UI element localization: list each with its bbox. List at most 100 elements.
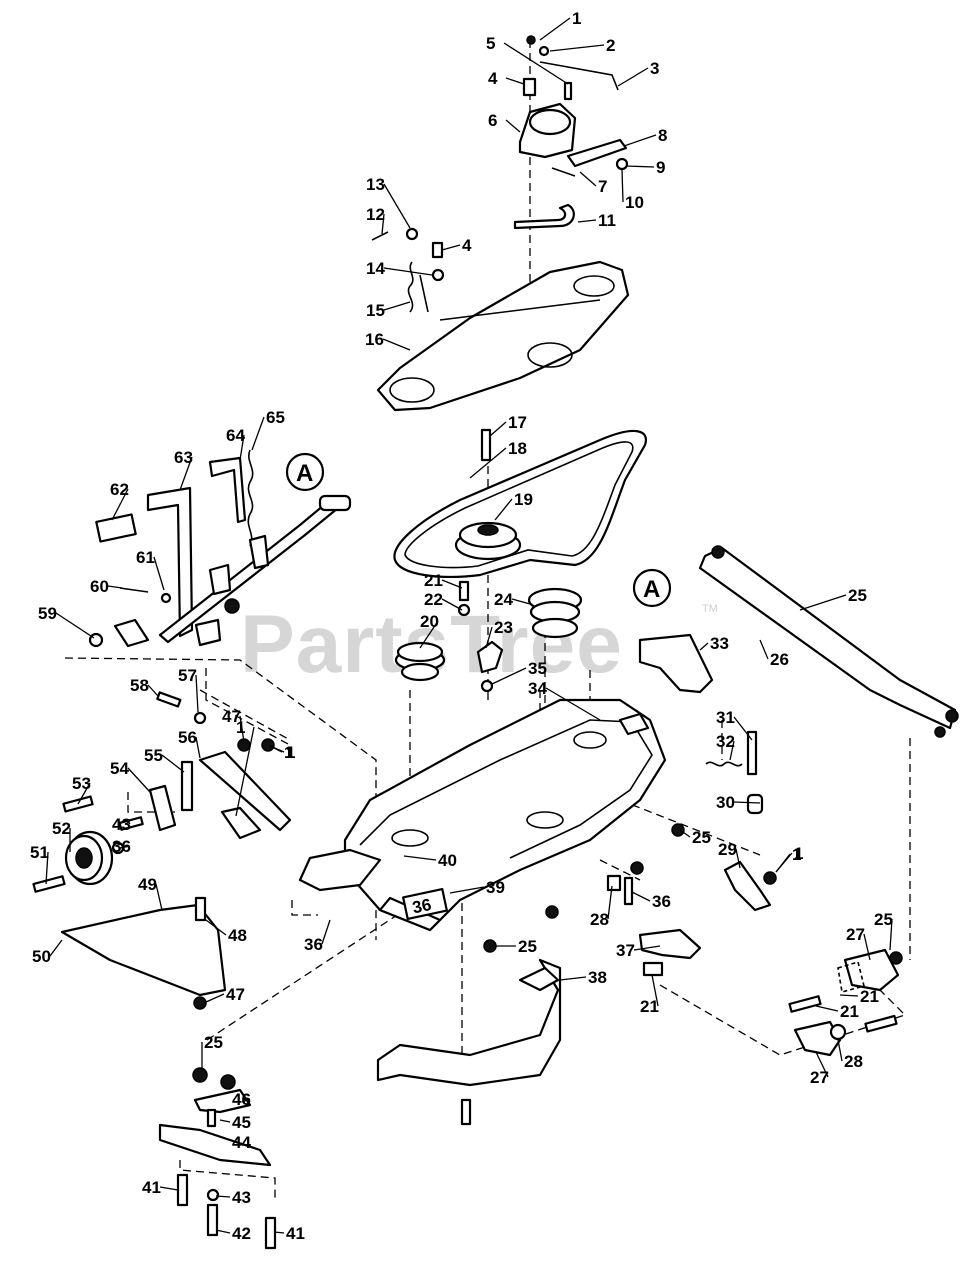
part-callout-number: 36 — [112, 837, 131, 856]
mower-deck-housing: 36 — [298, 698, 667, 932]
part-callout-number: 59 — [38, 604, 57, 623]
part-callout-number: 3 — [650, 59, 659, 78]
part-callout-number: 10 — [625, 193, 644, 212]
callout-leader-line — [441, 579, 463, 589]
callout-leader-line — [403, 855, 437, 861]
reference-marker-a-label: A — [643, 576, 660, 603]
part-callout-number: 1 — [794, 844, 803, 863]
callout-leader-line — [839, 994, 859, 997]
part-callout-number: 39 — [486, 878, 505, 897]
callout-leader-line — [545, 687, 601, 721]
outer-pulley — [32, 830, 114, 893]
part-callout-number: 57 — [178, 666, 197, 685]
callout-leader-line — [733, 716, 753, 741]
height-adjust-lever — [88, 449, 352, 648]
callout-leader-line — [633, 945, 661, 951]
part-callout-number: 36 — [304, 935, 323, 954]
belt-guard-plate — [376, 260, 630, 412]
part-callout-number: 53 — [72, 774, 91, 793]
part-callout-number: 33 — [710, 634, 729, 653]
callout-leader-line — [241, 1098, 251, 1103]
callout-leader-line — [617, 67, 649, 87]
part-callout-number: 21 — [840, 1002, 859, 1021]
part-callout-number: 27 — [810, 1068, 829, 1087]
callout-leader-line — [733, 801, 761, 804]
part-callout-number: 58 — [130, 676, 149, 695]
part-callout-number: 4 — [462, 236, 472, 255]
part-callouts: 1234567891011121341415161718192122232420… — [30, 9, 893, 1243]
callout-leader-line — [889, 918, 893, 951]
callout-leader-line — [127, 767, 151, 793]
part-callout-number: 5 — [486, 34, 495, 53]
rear-baffle-assembly — [376, 928, 702, 1126]
callout-leader-line — [549, 44, 605, 52]
callout-leader-line — [837, 1039, 843, 1062]
part-callout-number: 62 — [110, 480, 129, 499]
part-callout-number: 35 — [528, 659, 547, 678]
callout-leader-line — [577, 219, 597, 223]
callout-leader-line — [449, 886, 485, 894]
part-callout-number: 2 — [606, 36, 615, 55]
part-callout-number: 61 — [136, 548, 155, 567]
callout-leader-line — [607, 885, 613, 920]
part-callout-number: 25 — [874, 910, 893, 929]
part-callout-number: 19 — [514, 490, 533, 509]
rear-hitch-brackets — [788, 948, 903, 1057]
front-draft-rod — [698, 545, 959, 738]
callout-leader-line — [153, 556, 165, 591]
part-callout-number: 25 — [848, 586, 867, 605]
part-callout-number: 24 — [494, 590, 513, 609]
callout-leader-line — [485, 626, 493, 649]
callout-leader-line — [321, 919, 331, 945]
callout-leader-line — [195, 736, 201, 759]
callout-leader-line — [179, 456, 193, 491]
part-callout-number: 25 — [692, 828, 711, 847]
part-callout-number: 50 — [32, 947, 51, 966]
part-callout-number: 28 — [844, 1052, 863, 1071]
callout-leader-line — [775, 853, 791, 873]
callout-leader-line — [491, 667, 527, 685]
callout-leader-line — [77, 782, 91, 805]
part-callout-number: 4 — [488, 69, 498, 88]
part-callout-number: 14 — [366, 259, 385, 278]
callout-leader-line — [125, 819, 131, 825]
part-callout-number: 41 — [286, 1224, 305, 1243]
part-callout-number: 9 — [656, 158, 665, 177]
part-callout-number: 65 — [266, 408, 285, 427]
deck-badge: 36 — [411, 895, 433, 918]
callout-leader-line — [623, 134, 657, 147]
part-callout-number: 7 — [598, 177, 607, 196]
part-callout-number: 15 — [366, 301, 385, 320]
callout-leader-line — [383, 183, 411, 229]
part-callout-number: 37 — [616, 941, 635, 960]
part-callout-number: 48 — [228, 926, 247, 945]
callout-leader-line — [251, 416, 265, 451]
part-callout-number: 1 — [792, 845, 801, 864]
callout-leader-line — [381, 213, 385, 235]
reference-marker-a-left: A — [285, 452, 325, 492]
callout-leader-line — [239, 434, 245, 461]
callout-leader-line — [235, 726, 255, 817]
callout-leader-line — [729, 740, 735, 761]
part-callout-number: 56 — [178, 728, 197, 747]
callout-leader-line — [621, 169, 624, 203]
part-callout-number: 45 — [232, 1113, 251, 1132]
callout-leader-line — [799, 594, 847, 611]
callout-leader-line — [815, 1051, 829, 1078]
part-callout-number: 47 — [226, 985, 245, 1004]
spring-hardware — [371, 227, 445, 313]
part-callout-number: 30 — [716, 793, 735, 812]
callout-leader-line — [489, 421, 507, 437]
callout-leader-line — [441, 244, 461, 251]
part-callout-number: 51 — [30, 843, 49, 862]
part-callout-number: 6 — [488, 111, 497, 130]
callout-leader-line — [107, 585, 123, 589]
callout-leader-line — [159, 1186, 179, 1191]
guard-clip — [513, 203, 575, 230]
callout-leader-line — [55, 612, 95, 639]
callout-leader-line — [539, 17, 571, 41]
callout-leader-line — [469, 447, 507, 479]
part-callout-number: 17 — [508, 413, 527, 432]
part-callout-number: 1 — [284, 743, 293, 762]
right-side-hardware — [483, 730, 777, 953]
